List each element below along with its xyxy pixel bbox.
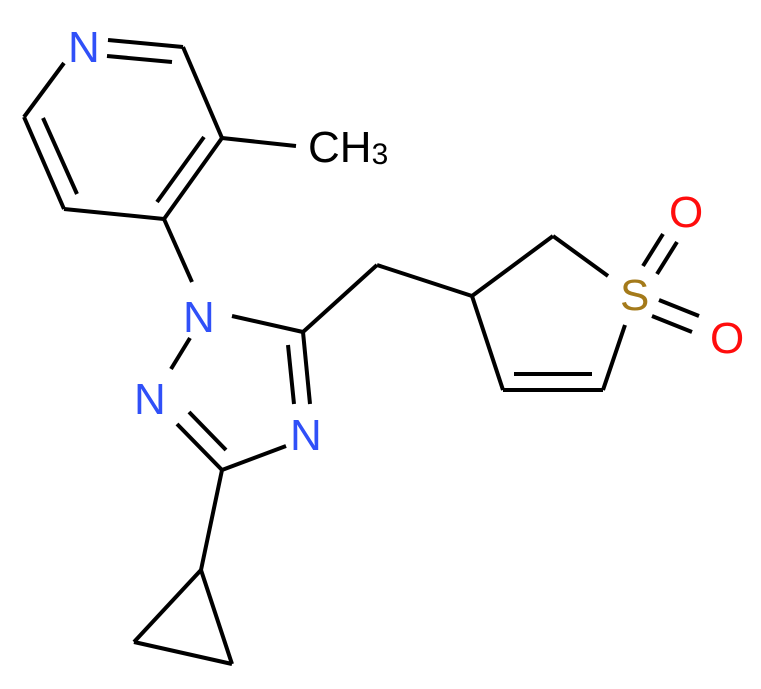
- cyclopropyl: [132, 469, 234, 666]
- linker-bond-1: [301, 263, 379, 334]
- methyl-bond: [221, 136, 297, 148]
- linker-bond-2: [376, 263, 473, 298]
- methyl-label: CH3: [308, 123, 388, 172]
- triazole-n1-label: N: [183, 293, 215, 342]
- aryl-n-bond: [162, 218, 194, 283]
- triazole-n2-label: N: [134, 375, 166, 424]
- pyridine-ring: [22, 38, 224, 221]
- sulfolene-ring: [470, 234, 627, 392]
- triazole-ring: [169, 314, 312, 472]
- oxygen-1-label: O: [669, 188, 703, 237]
- so-bond-1b: [655, 240, 679, 276]
- triazole-n4-label: N: [290, 411, 322, 460]
- oxygen-2-label: O: [710, 314, 744, 363]
- so-bond-2a: [658, 298, 700, 318]
- so-bond-1a: [641, 232, 665, 268]
- sulfur-label: S: [620, 271, 649, 320]
- pyridine-n-label: N: [68, 23, 100, 72]
- so-bond-2b: [651, 314, 693, 334]
